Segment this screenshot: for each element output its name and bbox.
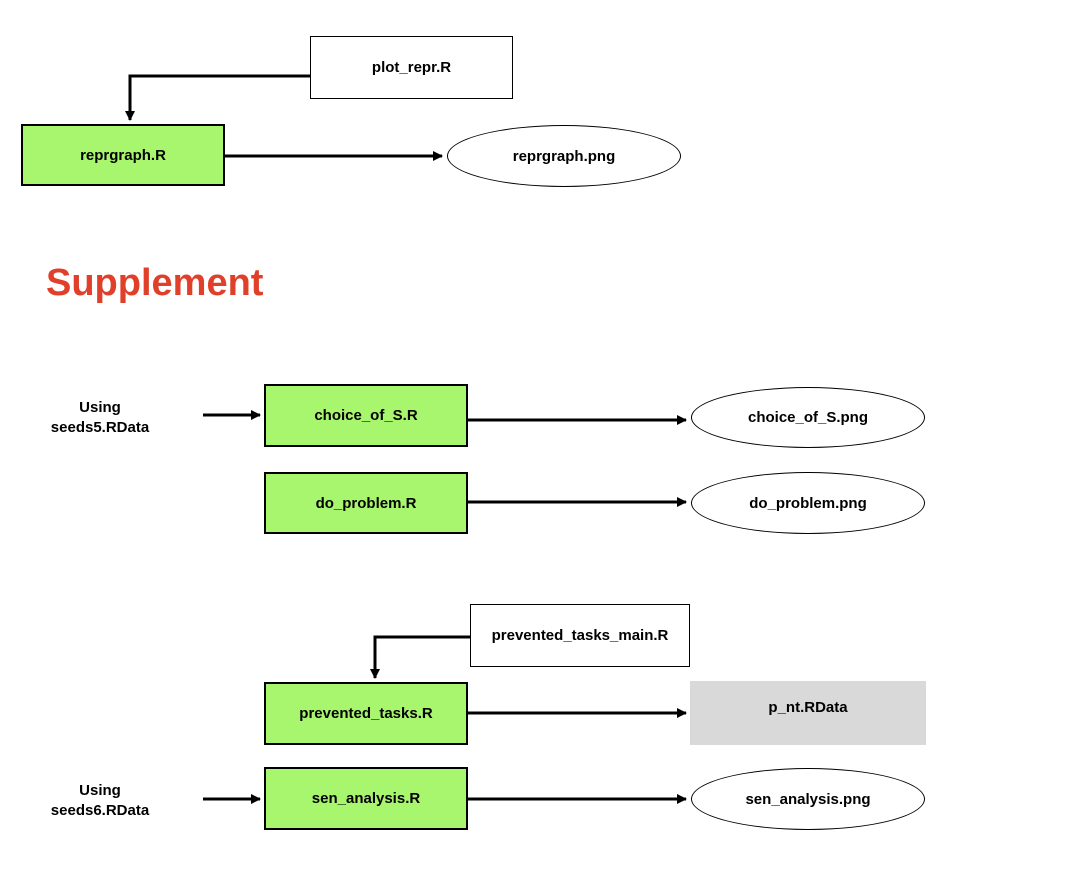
seeds5-note: Using seeds5.RData (40, 398, 160, 438)
do-problem-r-node: do_problem.R (264, 472, 468, 534)
p-nt-rdata-node: p_nt.RData (690, 681, 926, 745)
section-heading: Supplement (46, 262, 264, 304)
seeds6-note-line2: seeds6.RData (50, 802, 150, 819)
do-problem-png-node: do_problem.png (691, 472, 925, 534)
sen-analysis-r-node: sen_analysis.R (264, 767, 468, 830)
prevented-tasks-r-node: prevented_tasks.R (264, 682, 468, 745)
reprgraph-png-node: reprgraph.png (447, 125, 681, 187)
arrow-prevented-main-to-prevented (370, 635, 470, 679)
seeds5-note-line1: Using (79, 399, 121, 416)
prevented-tasks-main-node: prevented_tasks_main.R (470, 604, 690, 667)
reprgraph-r-node: reprgraph.R (21, 124, 225, 186)
arrow-plot-repr-to-reprgraph (125, 74, 310, 121)
choice-of-s-r-node: choice_of_S.R (264, 384, 468, 447)
sen-analysis-png-node: sen_analysis.png (691, 768, 925, 830)
seeds6-note: Using seeds6.RData (40, 781, 160, 821)
seeds5-note-line2: seeds5.RData (50, 419, 150, 436)
seeds6-note-line1: Using (79, 782, 121, 799)
choice-of-s-png-node: choice_of_S.png (691, 387, 925, 448)
plot-repr-node: plot_repr.R (310, 36, 513, 99)
